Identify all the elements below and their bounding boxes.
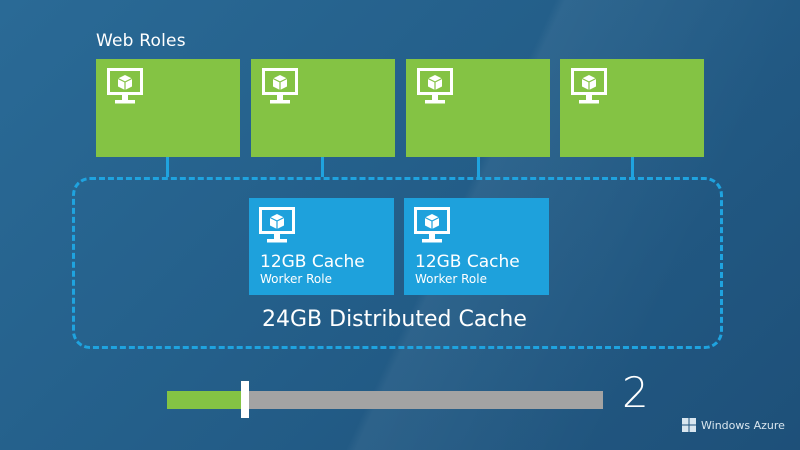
web-role-box (251, 59, 395, 157)
brand-name: Windows Azure (701, 418, 785, 432)
web-role-connector (631, 157, 634, 177)
web-role-connector (321, 157, 324, 177)
vm-monitor-icon (417, 68, 453, 104)
web-role-connector (477, 157, 480, 177)
distributed-cache-label: 24GB Distributed Cache (262, 307, 527, 332)
worker-role-box: 12GB Cache Worker Role (249, 198, 394, 295)
web-role-box (406, 59, 550, 157)
worker-role-label: Worker Role (415, 272, 487, 286)
worker-cache-size: 12GB Cache (415, 252, 520, 272)
web-roles-title: Web Roles (96, 31, 186, 51)
slider-thumb[interactable] (241, 381, 249, 418)
web-role-box (96, 59, 240, 157)
windows-logo-icon (682, 418, 696, 432)
worker-role-box: 12GB Cache Worker Role (404, 198, 549, 295)
distributed-cache-boundary (72, 177, 723, 349)
vm-monitor-icon (107, 68, 143, 104)
windows-azure-brand: Windows Azure (682, 418, 785, 432)
web-role-connector (166, 157, 169, 177)
vm-monitor-icon (571, 68, 607, 104)
slider-fill (167, 391, 245, 409)
worker-cache-size: 12GB Cache (260, 252, 365, 272)
vm-monitor-icon (259, 207, 295, 243)
vm-monitor-icon (262, 68, 298, 104)
worker-role-label: Worker Role (260, 272, 332, 286)
web-roles-row (96, 59, 706, 157)
instance-count: 2 (622, 368, 649, 417)
vm-monitor-icon (414, 207, 450, 243)
web-role-box (560, 59, 704, 157)
instance-count-slider[interactable] (167, 381, 603, 418)
